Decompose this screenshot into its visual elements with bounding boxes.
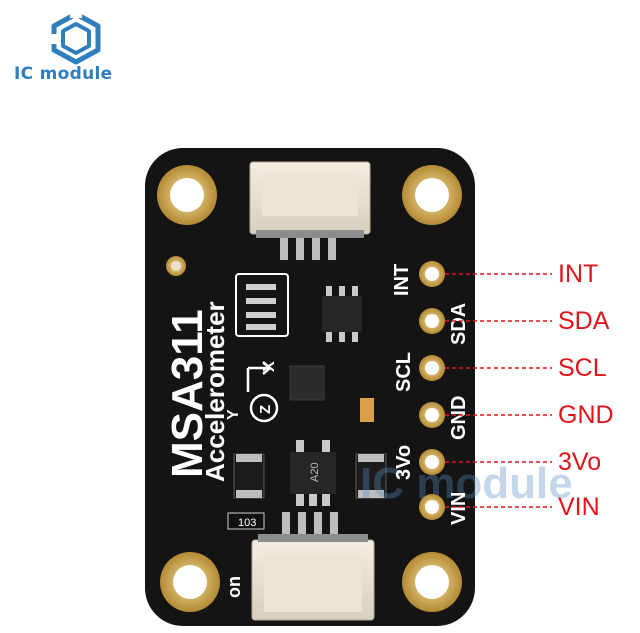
silk-pin-vin: VIN [448,492,470,525]
pin-pad [419,449,445,475]
brand-name: IC module [14,64,113,84]
hexagon-logo-icon [50,10,101,65]
pin-pad [419,355,445,381]
mounting-hole [402,552,462,612]
pin-pad [419,261,445,287]
silk-pin-3vo: 3Vo [393,445,415,480]
axis-indicator [246,361,279,423]
axis-y-label: Y [225,409,242,420]
watermark: IC module [360,459,573,508]
silk-pin-sda: SDA [448,303,470,345]
mounting-hole [157,165,217,225]
callout-label-3vo: 3Vo [558,448,602,476]
capacitor [360,398,374,422]
callout-label-scl: SCL [558,354,607,382]
axis-z-label: Z [257,405,274,414]
switch-footprint [235,273,289,337]
callout-label-sda: SDA [558,307,610,335]
ic-code: A20 [309,462,321,482]
capacitor [355,453,387,499]
resistor: 103 [227,512,265,530]
regulator-chip [322,286,362,342]
accelerometer-chip [289,365,325,401]
callout-label-gnd: GND [558,401,614,429]
board-subtitle: Accelerometer [200,301,230,482]
pin-pad [419,308,445,334]
board-model: MSA311 [163,309,212,478]
silk-pin-scl: SCL [393,352,415,392]
callout-label-int: INT [558,260,599,288]
pin-pad [419,402,445,428]
silk-pin-gnd: GND [448,396,470,440]
switch-label: on [224,576,244,598]
mounting-hole [160,552,220,612]
silk-pin-int: INT [391,264,413,296]
mounting-hole [402,165,462,225]
bottom-connector [251,512,375,621]
top-connector [249,161,371,260]
pin-pad [419,494,445,520]
ic-chip: A20 [290,440,336,506]
resistor-code: 103 [238,517,256,529]
axis-x-label: X [261,361,278,372]
callout-label-vin: VIN [558,493,600,521]
capacitor [233,453,265,499]
